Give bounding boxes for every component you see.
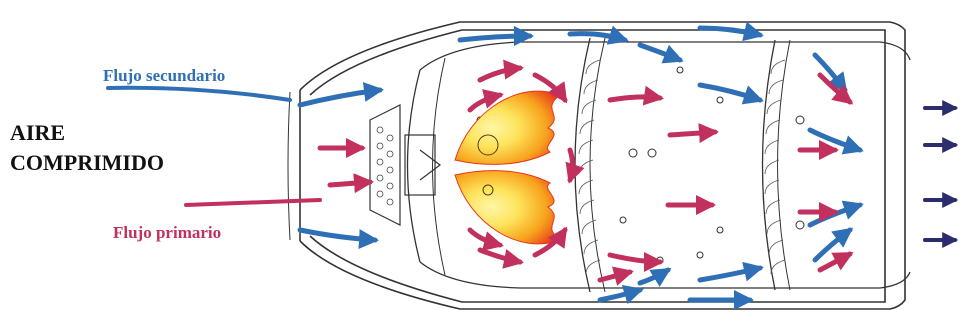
compressed-air-line2: COMPRIMIDO xyxy=(10,148,164,178)
compressed-air-line1: AIRE xyxy=(10,118,164,148)
liner-louvers xyxy=(579,60,785,274)
compressed-air-label: AIRE COMPRIMIDO xyxy=(10,118,164,178)
flame-icon xyxy=(455,91,560,244)
secondary-flow-arrows xyxy=(300,28,860,300)
secondary-flow-label: Flujo secundario xyxy=(103,66,225,86)
secondary-label-leader xyxy=(108,88,290,100)
outer-casing xyxy=(288,22,905,309)
primary-flow-label: Flujo primario xyxy=(113,223,221,243)
exhaust-arrows xyxy=(925,108,955,240)
swirler-holes xyxy=(377,127,393,205)
